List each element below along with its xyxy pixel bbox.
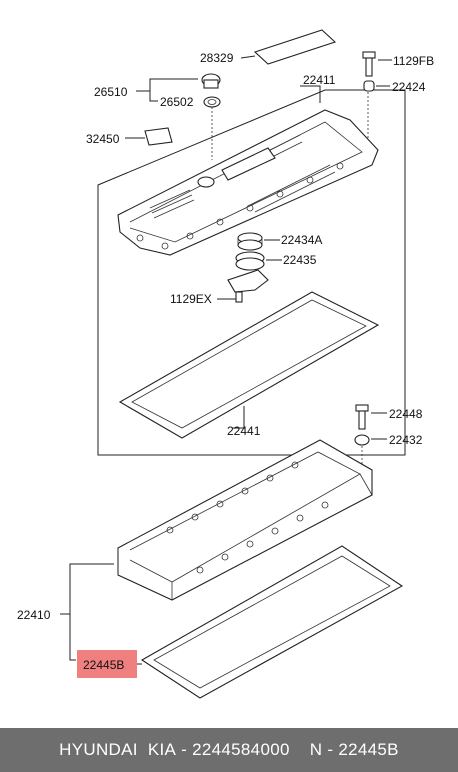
label-22410[interactable]: 22410 bbox=[17, 608, 51, 622]
label-26510[interactable]: 26510 bbox=[94, 85, 128, 99]
part-22448-bolt: 22448 bbox=[355, 404, 423, 430]
label-22445B[interactable]: 22445B bbox=[83, 658, 124, 672]
label-22448[interactable]: 22448 bbox=[389, 407, 423, 421]
part-22445B-gasket: 22445B bbox=[77, 545, 404, 699]
footer-bar: HYUNDAI KIA - 2244584000 N - 22445B bbox=[0, 728, 458, 772]
label-32450[interactable]: 32450 bbox=[86, 132, 120, 146]
rocker-cover bbox=[117, 109, 379, 256]
part-1129EX: 1129EX bbox=[170, 269, 269, 306]
part-22441-gasket: 22441 bbox=[118, 291, 380, 439]
part-22434A: 22434A bbox=[237, 232, 322, 251]
label-26502[interactable]: 26502 bbox=[160, 95, 194, 109]
footer-brand: HYUNDAI KIA bbox=[59, 740, 177, 759]
part-32450-label: 32450 bbox=[86, 127, 173, 146]
highlight-22445B bbox=[77, 650, 137, 678]
label-22434A[interactable]: 22434A bbox=[281, 233, 322, 247]
part-22410-cover-assembly: 22410 bbox=[17, 439, 373, 661]
label-22435[interactable]: 22435 bbox=[283, 253, 317, 267]
part-26502-seal: 26502 bbox=[160, 95, 221, 160]
part-22424-washer: 22424 bbox=[363, 80, 426, 94]
part-1129FB-bolt: 1129FB bbox=[362, 51, 434, 77]
label-28329[interactable]: 28329 bbox=[200, 51, 234, 65]
label-22424[interactable]: 22424 bbox=[392, 80, 426, 94]
label-22411[interactable]: 22411 bbox=[303, 73, 336, 87]
part-22435: 22435 bbox=[235, 251, 317, 271]
assembly-frame bbox=[97, 89, 406, 456]
footer-part-number: 22445B bbox=[338, 740, 399, 759]
label-22432[interactable]: 22432 bbox=[389, 433, 423, 447]
label-1129EX[interactable]: 1129EX bbox=[170, 292, 212, 306]
footer-separator-1: - bbox=[176, 740, 193, 759]
label-1129FB[interactable]: 1129FB bbox=[393, 54, 434, 68]
footer-separator-2: N - bbox=[289, 740, 339, 759]
part-28329-pad: 28329 bbox=[200, 29, 337, 65]
footer-oem-number: 2244584000 bbox=[192, 740, 290, 759]
label-22441[interactable]: 22441 bbox=[227, 424, 261, 438]
part-26510-cap: 26510 bbox=[94, 73, 221, 102]
parts-diagram: 28329 1129FB 22424 26510 26502 22411 bbox=[17, 29, 434, 699]
callout-22411: 22411 bbox=[300, 73, 369, 140]
